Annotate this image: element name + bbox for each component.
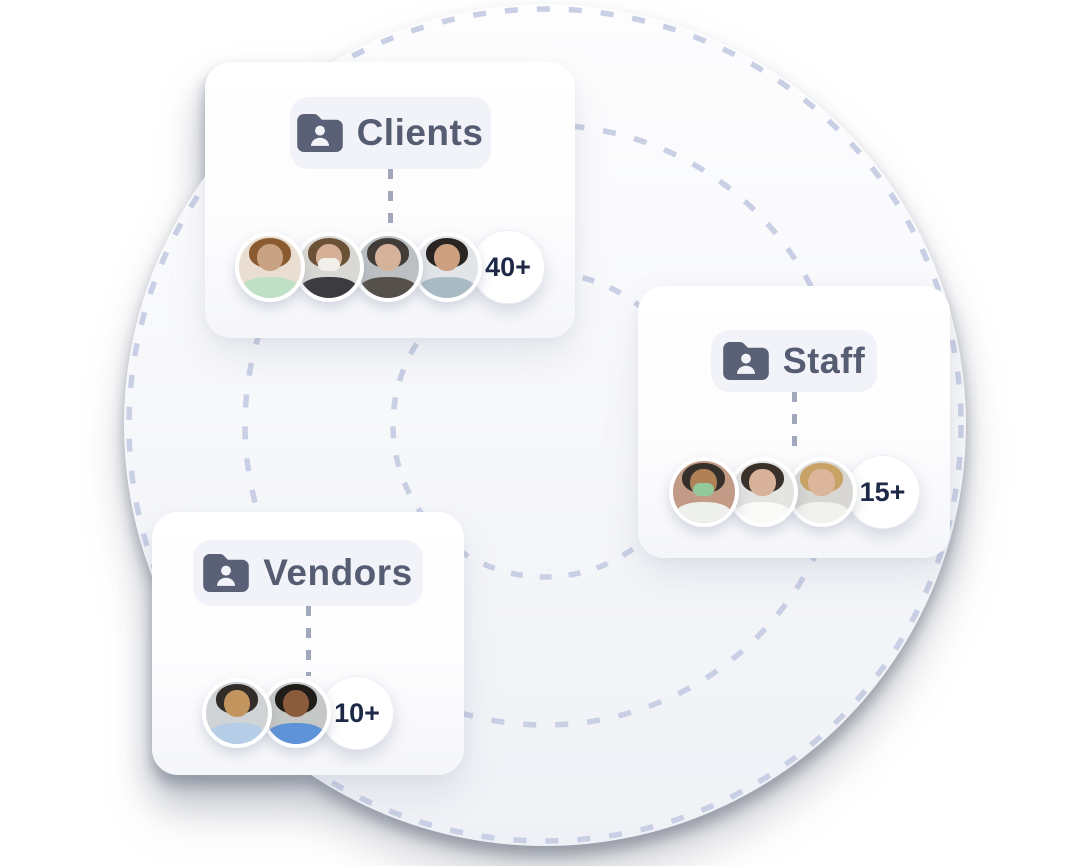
group-label: Clients (356, 112, 484, 153)
avatar-shirt (733, 501, 791, 523)
avatar-face-mask (752, 483, 773, 496)
avatar-face (223, 690, 250, 718)
dashed-connector (305, 606, 311, 676)
avatar-face (433, 244, 460, 272)
avatar-shirt (359, 276, 417, 298)
avatar-photo (668, 457, 739, 527)
avatar-face-mask (436, 258, 457, 271)
staff-card: Staff 15+ (638, 286, 950, 558)
avatar-shirt (418, 276, 476, 298)
avatar-photo (727, 457, 798, 527)
avatar-shirt (241, 276, 299, 298)
count-badge-text: 10+ (334, 697, 380, 728)
count-badge: 10+ (320, 676, 394, 750)
count-badge-text: 15+ (859, 476, 906, 507)
avatar-face-mask (811, 483, 832, 496)
dashed-connector (791, 392, 797, 455)
count-badge-text: 40+ (485, 251, 531, 282)
avatar-face (749, 469, 776, 497)
avatar-shirt (674, 501, 732, 523)
group-label: Vendors (263, 552, 413, 593)
folder-user-icon (203, 554, 250, 592)
vendors-card: Vendors 10+ (152, 512, 464, 775)
group-label: Staff (782, 340, 866, 381)
avatar-shirt (792, 501, 850, 523)
count-badge: 40+ (471, 230, 545, 304)
avatar-photo (786, 457, 857, 527)
vendors-folder-label: Vendors (193, 540, 423, 606)
avatar-row: 10+ (202, 676, 394, 750)
count-badge: 15+ (845, 455, 920, 529)
avatar-face (282, 690, 309, 718)
avatar-face-mask (226, 704, 247, 717)
avatar-shirt (300, 276, 358, 298)
avatar-face (256, 244, 283, 272)
avatar-photo (294, 232, 364, 302)
avatar-shirt (208, 722, 266, 744)
avatar-face-mask (692, 482, 715, 496)
outer-dashed-ring (126, 6, 964, 844)
avatar-face (808, 469, 835, 497)
folder-user-icon (296, 114, 343, 152)
avatar-photo (235, 232, 305, 302)
clients-card: Clients 40+ (205, 62, 575, 338)
avatar-face-mask (377, 258, 398, 271)
avatar-shirt (267, 722, 325, 744)
avatar-photo (202, 678, 272, 748)
avatar-face-mask (285, 704, 306, 717)
avatar-face-mask (318, 257, 340, 271)
avatar-face-mask (259, 258, 280, 271)
avatar-row: 40+ (235, 230, 545, 304)
staff-folder-label: Staff (711, 330, 877, 392)
avatar-face (374, 244, 401, 272)
clients-folder-label: Clients (289, 97, 491, 169)
dashed-connector (387, 169, 393, 227)
avatar-row: 15+ (668, 455, 920, 529)
folder-user-icon (722, 342, 769, 380)
